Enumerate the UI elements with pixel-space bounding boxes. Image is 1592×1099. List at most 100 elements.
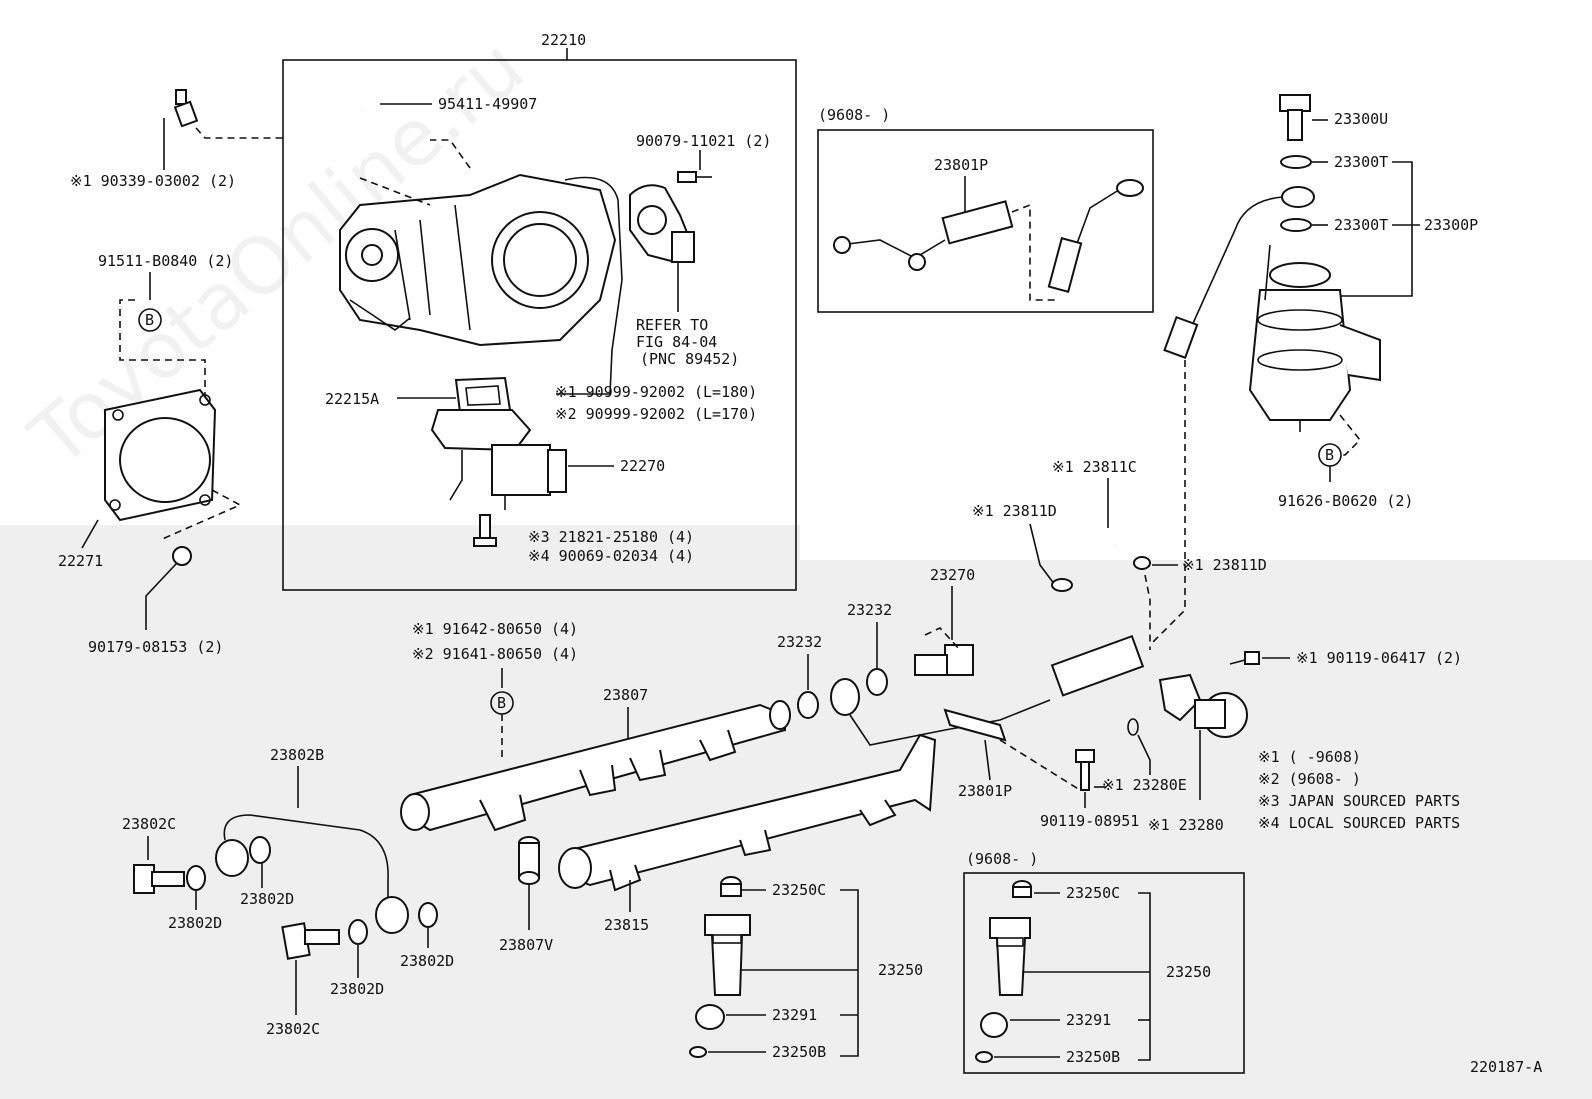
- label-21821-25180: ※3 21821-25180 (4): [528, 528, 694, 546]
- fitting-90339: [173, 89, 199, 128]
- injector-23250-b: [989, 917, 1031, 996]
- pressure-hoses: ※1 23811C ※1 23811D ※1 23811D: [972, 458, 1267, 650]
- vsv-box-group: (9608- ) 23801P: [817, 106, 1154, 313]
- refer-line-1: REFER TO: [636, 316, 708, 334]
- injector-box-period: (9608- ): [966, 850, 1038, 868]
- label-22270: 22270: [620, 457, 665, 475]
- legend-item-3: ※3 JAPAN SOURCED PARTS: [1258, 792, 1460, 810]
- injector-box-group: (9608- ) 23250C 23250 23291 23250B: [963, 850, 1245, 1074]
- screw-90079: [677, 171, 712, 183]
- refer-line-3: (PNC 89452): [640, 350, 739, 368]
- label-23300T-b: 23300T: [1334, 216, 1388, 234]
- union-bolt-23300U: [1279, 94, 1311, 141]
- label-23250B-a: 23250B: [772, 1043, 826, 1061]
- vsv-box: [817, 129, 1154, 313]
- pressure-regulator-23280: [1127, 673, 1248, 738]
- refer-line-2: FIG 84-04: [636, 333, 717, 351]
- legend-item-1: ※1 ( -9608): [1258, 748, 1361, 766]
- fuel-rail-23815: [558, 733, 937, 892]
- label-91626-B0620: 91626-B0620 (2): [1278, 492, 1413, 510]
- label-23300U: 23300U: [1334, 110, 1388, 128]
- label-23250C-a: 23250C: [772, 881, 826, 899]
- label-23802D-c: 23802D: [330, 980, 384, 998]
- label-23802C-b: 23802C: [266, 1020, 320, 1038]
- label-23802C-a: 23802C: [122, 815, 176, 833]
- pulsation-damper-23270: 23270: [914, 566, 975, 676]
- label-23232-b: 23232: [777, 633, 822, 651]
- label-91641-80650: ※2 91641-80650 (4): [412, 645, 578, 663]
- label-90999-b: ※2 90999-92002 (L=170): [555, 405, 757, 423]
- legend: ※1 ( -9608) ※2 (9608- ) ※3 JAPAN SOURCED…: [1258, 748, 1460, 832]
- label-90339-03002: ※1 90339-03002 (2): [70, 172, 236, 190]
- throttle-sensor: [629, 184, 695, 264]
- legend-item-2: ※2 (9608- ): [1258, 770, 1361, 788]
- bolt-90119-06417: [1229, 651, 1260, 665]
- label-91511-B0840: 91511-B0840 (2): [98, 252, 233, 270]
- delivery-pipe-23801P: 23801P: [830, 634, 1145, 800]
- vsv-box-period: (9608- ): [818, 106, 890, 124]
- label-23807V: 23807V: [499, 936, 553, 954]
- label-23801P-top: 23801P: [934, 156, 988, 174]
- bolt-21821: [473, 514, 497, 547]
- label-23801P-bot: 23801P: [958, 782, 1012, 800]
- label-91642-80650: ※1 91642-80650 (4): [412, 620, 578, 638]
- label-23280: ※1 23280: [1148, 816, 1224, 834]
- label-23807: 23807: [603, 686, 648, 704]
- injector-box: [963, 872, 1245, 1074]
- left-parts: ※1 90339-03002 (2) 91511-B0840 (2) B 222…: [58, 89, 283, 656]
- label-22215A: 22215A: [325, 390, 379, 408]
- label-23802B: 23802B: [270, 746, 324, 764]
- fuel-rails: ※1 91642-80650 (4) ※2 91641-80650 (4) B …: [400, 620, 937, 954]
- throttle-body-box: [282, 59, 797, 591]
- fuel-rail-23807: [400, 700, 791, 832]
- label-23250-a: 23250: [878, 961, 923, 979]
- bolt-marker-b-rail: B: [497, 694, 506, 712]
- nut-90179: [172, 546, 192, 566]
- label-23811D-a: ※1 23811D: [972, 502, 1057, 520]
- injector-group-a: 23250C 23250 23291 23250B: [689, 876, 923, 1061]
- vsv-pipe-assembly: [833, 179, 1144, 293]
- bolt-90119-08951: [1075, 749, 1095, 791]
- label-23250B-b: 23250B: [1066, 1048, 1120, 1066]
- label-95411-49907: 95411-49907: [438, 95, 537, 113]
- gaskets-23232: 23232 23232: [777, 601, 892, 719]
- label-23280E: ※1 23280E: [1102, 776, 1187, 794]
- figure-code: 220187-A: [1470, 1058, 1542, 1076]
- label-90119-06417: ※1 90119-06417 (2): [1296, 649, 1462, 667]
- label-23232-a: 23232: [847, 601, 892, 619]
- label-23291-a: 23291: [772, 1006, 817, 1024]
- label-23291-b: 23291: [1066, 1011, 1111, 1029]
- gasket-22271: [104, 388, 217, 522]
- label-22271: 22271: [58, 552, 103, 570]
- label-23802D-a: 23802D: [168, 914, 222, 932]
- label-23811C: ※1 23811C: [1052, 458, 1137, 476]
- label-23300T-a: 23300T: [1334, 153, 1388, 171]
- label-22210: 22210: [541, 31, 586, 49]
- gasket-22215A: [454, 376, 512, 414]
- spacer-23807V: [518, 836, 540, 885]
- union-bolt-23802C-a: [133, 864, 185, 894]
- fuel-filter-group: 23300U 23300T 23300T 23300P B 91626-B062: [1149, 94, 1478, 646]
- clip-23811D-a: [1051, 578, 1073, 592]
- clip-23811D-b: [1133, 556, 1151, 570]
- label-90179-08153: 90179-08153 (2): [88, 638, 223, 656]
- injector-23250-a: [704, 914, 751, 996]
- label-23300P: 23300P: [1424, 216, 1478, 234]
- label-23250C-b: 23250C: [1066, 884, 1120, 902]
- gasket-23300T-a: [1280, 155, 1312, 169]
- hose-fitting-top: [1281, 186, 1315, 208]
- legend-item-4: ※4 LOCAL SOURCED PARTS: [1258, 814, 1460, 832]
- gasket-23300T-b: [1280, 218, 1312, 232]
- label-23270: 23270: [930, 566, 975, 584]
- union-bolt-23802C-b: [281, 922, 340, 960]
- label-23815: 23815: [604, 916, 649, 934]
- bolt-marker-b-filter: B: [1325, 446, 1334, 464]
- background-upper-right: [800, 0, 1592, 560]
- crossover-pipe-group: 23802B 23802C 23802D 23802D 23802D 23802…: [122, 746, 454, 1038]
- label-90069-02034: ※4 90069-02034 (4): [528, 547, 694, 565]
- label-23811D-b: ※1 23811D: [1182, 556, 1267, 574]
- label-23802D-b: 23802D: [240, 890, 294, 908]
- throttle-body-group: 22210 95411-49907 90079-1102: [282, 31, 797, 591]
- label-90079-11021: 90079-11021 (2): [636, 132, 771, 150]
